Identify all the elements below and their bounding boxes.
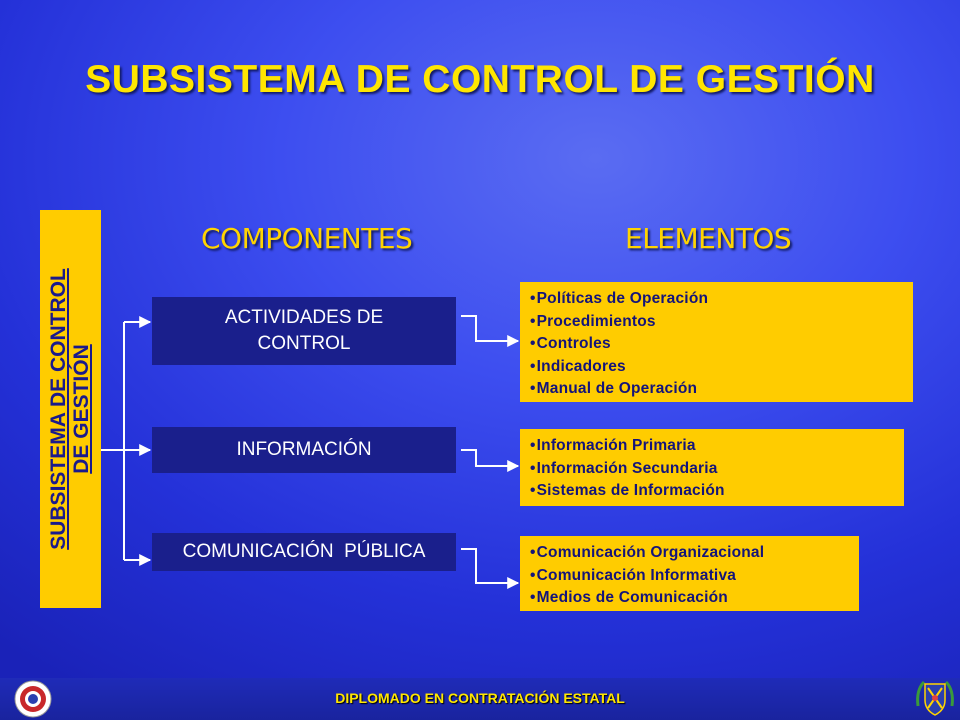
footer-bar [0,678,960,720]
component-communication-label: COMUNICACIÓN PÚBLICA [182,541,426,562]
element-item: Comunicación Informativa [530,565,859,588]
component-information-label: INFORMACIÓN [236,439,372,460]
slide-title: SUBSISTEMA DE CONTROL DE GESTIÓN [85,58,875,101]
elements-box-activities: Políticas de Operación Procedimientos Co… [520,282,913,402]
elements-box-information: Información Primaria Información Secunda… [520,429,904,506]
element-item: Información Primaria [530,435,904,458]
component-activities-line-2: CONTROL [257,333,351,354]
elbow-activities-elements [461,315,520,347]
element-item: Políticas de Operación [530,288,913,311]
element-item: Controles [530,333,913,356]
component-activities-line-1: ACTIVIDADES DE [224,307,384,328]
elbow-communication-elements [461,548,520,589]
component-box-information: INFORMACIÓN [152,427,456,473]
element-item: Comunicación Organizacional [530,542,859,565]
component-box-communication: COMUNICACIÓN PÚBLICA [152,533,456,571]
element-item: Información Secundaria [530,458,904,481]
element-item: Manual de Operación [530,378,913,401]
left-seal-icon [14,680,52,718]
components-header: COMPONENTES [201,222,413,255]
subsystem-label-box [40,210,101,608]
elements-box-communication: Comunicación Organizacional Comunicación… [520,536,859,611]
element-item: Sistemas de Información [530,480,904,503]
right-shield-icon [916,680,954,716]
element-item: Medios de Comunicación [530,587,859,610]
element-item: Procedimientos [530,311,913,334]
element-item: Indicadores [530,356,913,379]
elbow-information-elements [461,449,520,472]
footer-text: DIPLOMADO EN CONTRATACIÓN ESTATAL [335,690,625,706]
elements-header: ELEMENTOS [625,222,792,255]
component-box-activities: ACTIVIDADES DE CONTROL [152,297,456,365]
